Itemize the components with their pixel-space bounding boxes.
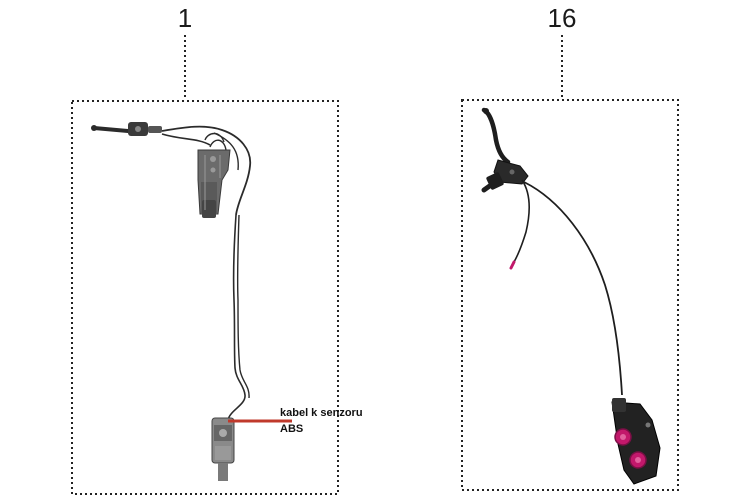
- part-16-group: 16: [461, 3, 679, 491]
- abs-module-icon: [197, 149, 231, 218]
- part-1-group: 1: [71, 3, 363, 495]
- rear-brake-caliper-icon: [611, 398, 661, 485]
- abs-sensor-annotation-line1: kabel k senzoru: [280, 407, 363, 419]
- part-16-frame: [461, 99, 679, 491]
- hydraulic-brake-illustration: [481, 107, 661, 485]
- part-1-frame: [71, 100, 339, 495]
- front-brake-caliper-icon: [211, 417, 235, 481]
- abs-sensor-annotation-line2: ABS: [280, 423, 303, 435]
- brake-lever-icon: [91, 122, 162, 136]
- abs-brake-assembly-illustration: kabel k senzoru ABS: [91, 122, 363, 481]
- part-16-number: 16: [548, 3, 577, 33]
- part-1-number: 1: [178, 3, 192, 33]
- brake-lever-icon: [481, 107, 529, 193]
